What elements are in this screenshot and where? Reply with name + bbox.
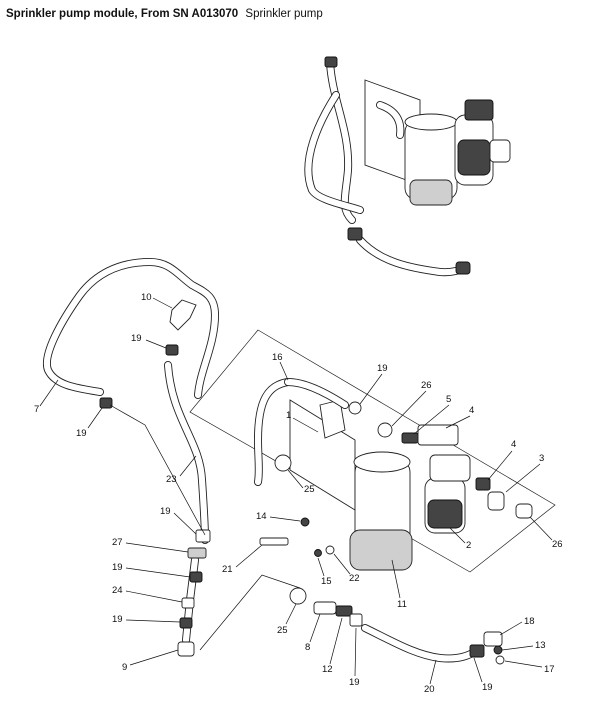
connection-lines <box>109 404 301 651</box>
callout-8-label: 8 <box>305 642 310 653</box>
callout-27-label: 27 <box>112 537 123 548</box>
callout-19b-label: 19 <box>76 428 87 439</box>
callout-7: 7 <box>34 379 59 415</box>
callout-19d-label: 19 <box>112 562 123 573</box>
callout-5-label: 5 <box>446 394 451 405</box>
callout-3: 3 <box>505 453 544 493</box>
callout-26a: 26 <box>391 380 432 427</box>
callout-19g-label: 19 <box>349 677 360 688</box>
callout-17-label: 17 <box>544 664 555 675</box>
pump-motor-11 <box>349 451 413 571</box>
callout-19c-label: 19 <box>160 506 171 517</box>
callout-27: 27 <box>112 537 189 553</box>
left-fittings <box>99 299 211 657</box>
callout-2: 2 <box>449 527 471 551</box>
callout-21: 21 <box>222 544 263 575</box>
callout-19b: 19 <box>76 407 103 439</box>
callout-1-label: 1 <box>286 410 291 421</box>
hose-7 <box>42 258 219 399</box>
callout-19e-label: 19 <box>112 614 123 625</box>
callout-19f-label: 19 <box>377 363 388 374</box>
callout-21-label: 21 <box>222 564 233 575</box>
callout-19e: 19 <box>112 614 181 625</box>
diagram-title: Sprinkler pump module, From SN A013070 <box>6 8 239 20</box>
callout-15: 15 <box>317 557 332 587</box>
callout-14: 14 <box>256 511 301 522</box>
callout-25a: 25 <box>287 469 315 495</box>
bottom-hose-20 <box>361 624 482 663</box>
callout-25b-label: 25 <box>277 625 288 636</box>
diagram-header: Sprinkler pump module, From SN A013070 S… <box>6 8 323 20</box>
callout-26b: 26 <box>529 516 563 550</box>
callout-19c: 19 <box>160 506 197 535</box>
overview-assembly <box>304 56 511 277</box>
callout-19a: 19 <box>131 333 167 349</box>
callout-20-label: 20 <box>424 684 435 695</box>
callout-3-label: 3 <box>539 453 544 464</box>
callout-19d: 19 <box>112 562 191 578</box>
callout-19g: 19 <box>349 627 360 688</box>
exploded-view-box <box>189 329 556 573</box>
callout-5: 5 <box>413 394 451 435</box>
pump-head-2 <box>424 454 471 534</box>
callout-7-label: 7 <box>34 404 39 415</box>
callout-10: 10 <box>141 292 173 309</box>
callout-11-label: 11 <box>397 599 407 610</box>
callout-22-label: 22 <box>349 573 360 584</box>
callout-4a-label: 4 <box>469 405 474 416</box>
callout-4b-label: 4 <box>511 439 516 450</box>
small-fittings <box>259 401 533 557</box>
callout-26b-label: 26 <box>552 539 563 550</box>
callout-11: 11 <box>391 559 407 610</box>
callout-14-label: 14 <box>256 511 267 522</box>
callout-9-label: 9 <box>122 662 127 673</box>
callout-17: 17 <box>504 660 555 675</box>
hose-16 <box>254 378 349 486</box>
callout-19h-label: 19 <box>482 682 493 693</box>
callout-19a-label: 19 <box>131 333 142 344</box>
callout-4b: 4 <box>487 439 516 481</box>
callout-18: 18 <box>499 616 535 636</box>
callout-4a: 4 <box>445 405 474 429</box>
callout-12-label: 12 <box>322 664 333 675</box>
callout-25a-label: 25 <box>304 484 315 495</box>
diagram-subtitle: Sprinkler pump <box>245 8 323 20</box>
callout-25b: 25 <box>277 603 297 636</box>
callout-23: 23 <box>166 455 197 485</box>
callout-24-label: 24 <box>112 585 123 596</box>
mounting-bracket <box>289 399 356 511</box>
callout-12: 12 <box>322 617 343 675</box>
callout-9: 9 <box>122 649 179 673</box>
callout-8: 8 <box>305 613 321 653</box>
callout-10-label: 10 <box>141 292 152 303</box>
callout-19f: 19 <box>359 363 388 405</box>
callout-16-label: 16 <box>272 352 283 363</box>
callout-23-label: 23 <box>166 474 177 485</box>
callout-1: 1 <box>286 410 319 433</box>
callout-13: 13 <box>501 640 546 651</box>
bottom-fittings <box>289 587 505 665</box>
callout-2-label: 2 <box>466 540 471 551</box>
callout-26a-label: 26 <box>421 380 432 391</box>
callout-24: 24 <box>112 585 183 603</box>
callout-16: 16 <box>272 352 289 381</box>
callout-13-label: 13 <box>535 640 546 651</box>
callout-15-label: 15 <box>321 576 332 587</box>
callout-22: 22 <box>333 553 360 584</box>
callout-19h: 19 <box>473 657 493 693</box>
callout-18-label: 18 <box>524 616 535 627</box>
callout-20: 20 <box>424 659 437 695</box>
